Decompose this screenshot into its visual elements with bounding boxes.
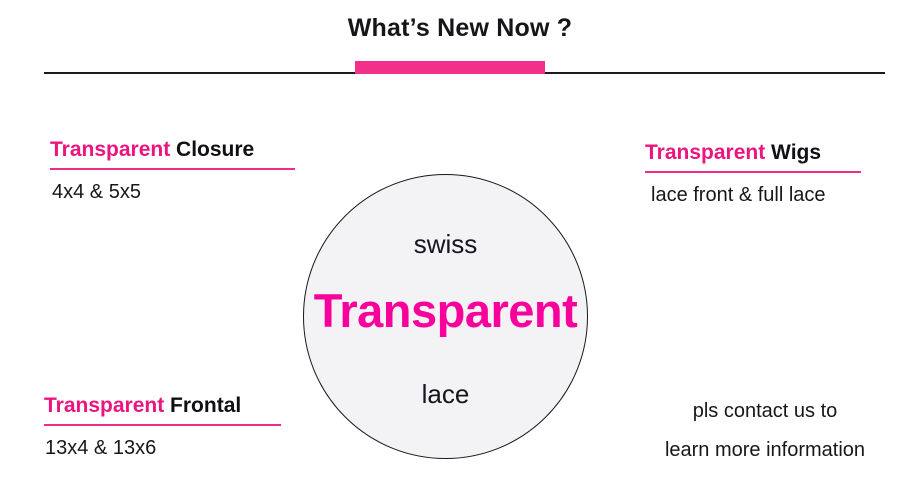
feature-heading-closure: Transparent Closure bbox=[50, 138, 295, 161]
feature-subtitle-frontal: 13x4 & 13x6 bbox=[45, 436, 157, 459]
contact-line-2: learn more information bbox=[664, 439, 866, 461]
feature-underline-wigs bbox=[645, 171, 861, 173]
feature-underline-closure bbox=[50, 168, 295, 170]
feature-heading-rest: Wigs bbox=[765, 141, 822, 164]
feature-heading-rest: Frontal bbox=[164, 394, 242, 417]
circle-label-top: swiss bbox=[413, 229, 478, 259]
page-title: What’s New Now ? bbox=[347, 14, 573, 42]
feature-underline-frontal bbox=[44, 424, 281, 426]
circle-label-bottom: lace bbox=[421, 379, 470, 409]
feature-block-wigs: Transparent Wigs lace front & full lace bbox=[645, 141, 861, 209]
contact-note: pls contact us to learn more information bbox=[640, 392, 890, 470]
feature-block-frontal: Transparent Frontal 13x4 & 13x6 bbox=[44, 394, 281, 462]
feature-block-closure: Transparent Closure 4x4 & 5x5 bbox=[50, 138, 295, 206]
feature-heading-highlight: Transparent bbox=[50, 138, 171, 161]
feature-heading-highlight: Transparent bbox=[44, 394, 165, 417]
feature-subtitle-wigs: lace front & full lace bbox=[651, 183, 826, 206]
circle-label-main: Transparent bbox=[313, 284, 578, 337]
feature-heading-highlight: Transparent bbox=[645, 141, 766, 164]
feature-heading-rest: Closure bbox=[170, 138, 255, 161]
header-accent-bar bbox=[355, 61, 545, 74]
feature-heading-wigs: Transparent Wigs bbox=[645, 141, 861, 164]
contact-line-1: pls contact us to bbox=[692, 400, 838, 422]
feature-heading-frontal: Transparent Frontal bbox=[44, 394, 281, 417]
feature-subtitle-closure: 4x4 & 5x5 bbox=[52, 180, 141, 203]
center-circle: swiss Transparent lace bbox=[303, 174, 588, 459]
